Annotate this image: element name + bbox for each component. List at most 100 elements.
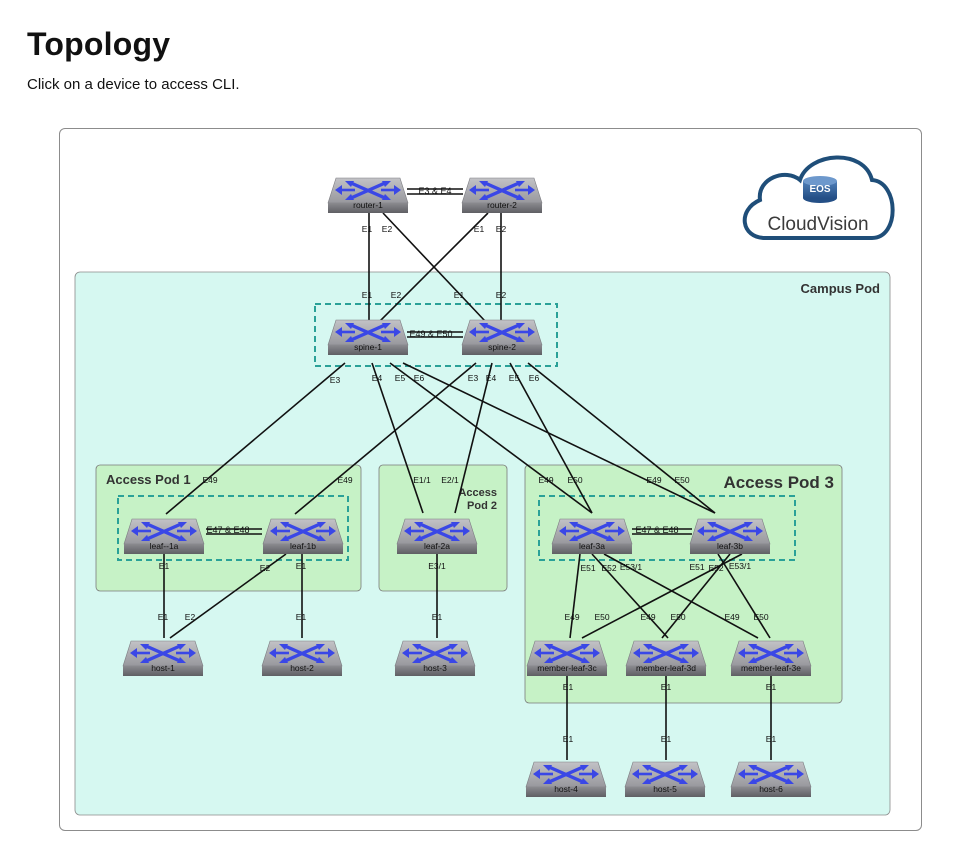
device-router-2[interactable]: router-2 — [460, 176, 544, 215]
device-member-leaf-3c[interactable]: member-leaf-3c — [525, 639, 609, 678]
device-host-6[interactable]: host-6 — [729, 760, 813, 799]
label-h1-e2: E2 — [185, 612, 196, 622]
label-l3a-e52: E52 — [601, 563, 616, 573]
label-m3c-e50: E50 — [594, 612, 609, 622]
label-l1b-e49: E49 — [337, 475, 352, 485]
device-host-5[interactable]: host-5 — [623, 760, 707, 799]
cloudvision-text: CloudVision — [767, 214, 868, 235]
svg-text:router-1: router-1 — [353, 200, 383, 210]
device-leaf-3b[interactable]: leaf-3b — [688, 517, 772, 556]
label-l1a-e49: E49 — [202, 475, 217, 485]
links — [163, 188, 772, 760]
device-leaf-1b[interactable]: leaf-1b — [261, 517, 345, 556]
label-m3c-e1: E1 — [563, 682, 574, 692]
svg-text:member-leaf-3d: member-leaf-3d — [636, 663, 696, 673]
label-l1b-e2: E2 — [260, 563, 271, 573]
svg-text:host-6: host-6 — [759, 784, 783, 794]
access-pod-2-label-line2: Pod 2 — [467, 500, 497, 512]
spine-mlag-group — [314, 303, 558, 367]
access-pod-2-label-line1: Access — [458, 487, 497, 499]
label-l3a-e49: E49 — [538, 475, 553, 485]
label-m3e-e50: E50 — [753, 612, 768, 622]
label-s2-e5: E5 — [509, 373, 520, 383]
label-l3b-e531: E53/1 — [729, 561, 751, 571]
label-h1-e1: E1 — [158, 612, 169, 622]
svg-text:leaf-2a: leaf-2a — [424, 541, 450, 551]
label-s1-e4: E4 — [372, 373, 383, 383]
label-m3d-e49: E49 — [640, 612, 655, 622]
page-title: Topology — [27, 26, 171, 62]
device-host-3[interactable]: host-3 — [393, 639, 477, 678]
label-m3d-e50: E50 — [670, 612, 685, 622]
svg-text:leaf--1a: leaf--1a — [150, 541, 179, 551]
eos-badge-text: EOS — [809, 184, 830, 195]
svg-text:host-2: host-2 — [290, 663, 314, 673]
device-leaf-3a[interactable]: leaf-3a — [550, 517, 634, 556]
device-spine-1[interactable]: spine-1 — [326, 318, 410, 357]
label-spine-peer: E49 & E50 — [409, 329, 452, 339]
label-pod1-peer: E47 & E48 — [206, 525, 249, 535]
label-s2-e3: E3 — [468, 373, 479, 383]
svg-text:host-4: host-4 — [554, 784, 578, 794]
device-host-2[interactable]: host-2 — [260, 639, 344, 678]
label-l3a-e50: E50 — [567, 475, 582, 485]
access-pod-1-label: Access Pod 1 — [106, 472, 191, 487]
label-s2-e1: E1 — [454, 290, 465, 300]
label-pod3-peer: E47 & E48 — [635, 525, 678, 535]
svg-text:member-leaf-3c: member-leaf-3c — [537, 663, 597, 673]
device-leaf-2a[interactable]: leaf-2a — [395, 517, 479, 556]
label-m3e-e49: E49 — [724, 612, 739, 622]
label-s2-e2: E2 — [496, 290, 507, 300]
label-r1-e1: E1 — [362, 224, 373, 234]
label-s2-e4: E4 — [486, 373, 497, 383]
access-pod-3-label: Access Pod 3 — [723, 473, 834, 492]
label-s1-e2: E2 — [391, 290, 402, 300]
label-h4-e1: E1 — [563, 734, 574, 744]
page-subtitle: Click on a device to access CLI. — [27, 76, 240, 93]
device-host-4[interactable]: host-4 — [524, 760, 608, 799]
device-leaf-1a[interactable]: leaf--1a — [122, 517, 206, 556]
svg-text:leaf-3b: leaf-3b — [717, 541, 743, 551]
label-l3b-e51: E51 — [689, 562, 704, 572]
svg-text:router-2: router-2 — [487, 200, 517, 210]
topology-frame — [59, 128, 922, 831]
cloudvision-logo: EOS CloudVision — [742, 155, 895, 240]
device-spine-2[interactable]: spine-2 — [460, 318, 544, 357]
label-l3b-e52: E52 — [708, 563, 723, 573]
svg-text:host-5: host-5 — [653, 784, 677, 794]
label-m3c-e49: E49 — [564, 612, 579, 622]
svg-text:host-3: host-3 — [423, 663, 447, 673]
label-r1-e2: E2 — [382, 224, 393, 234]
svg-text:host-1: host-1 — [151, 663, 175, 673]
label-s1-e6: E6 — [414, 373, 425, 383]
label-r2-e2: E2 — [496, 224, 507, 234]
svg-text:spine-2: spine-2 — [488, 342, 516, 352]
port-labels: E3 & E4 E49 & E50 E47 & E48 E47 & E48 E1… — [158, 186, 777, 744]
label-l3a-e531: E53/1 — [620, 562, 642, 572]
label-m3e-e1: E1 — [766, 682, 777, 692]
device-member-leaf-3d[interactable]: member-leaf-3d — [624, 639, 708, 678]
label-l2a-e21: E2/1 — [441, 475, 459, 485]
label-h3-e1: E1 — [432, 612, 443, 622]
label-l1b-e1: E1 — [296, 561, 307, 571]
label-h2-e1: E1 — [296, 612, 307, 622]
label-s1-e5: E5 — [395, 373, 406, 383]
device-router-1[interactable]: router-1 — [326, 176, 410, 215]
device-host-1[interactable]: host-1 — [121, 639, 205, 678]
svg-text:member-leaf-3e: member-leaf-3e — [741, 663, 801, 673]
label-l2a-e31: E3/1 — [428, 561, 446, 571]
label-l3b-e49: E49 — [646, 475, 661, 485]
svg-text:spine-1: spine-1 — [354, 342, 382, 352]
label-l1a-e1: E1 — [159, 561, 170, 571]
label-r2-e1: E1 — [474, 224, 485, 234]
label-m3d-e1: E1 — [661, 682, 672, 692]
label-h5-e1: E1 — [661, 734, 672, 744]
label-l2a-e11: E1/1 — [413, 475, 431, 485]
device-member-leaf-3e[interactable]: member-leaf-3e — [729, 639, 813, 678]
campus-pod-label: Campus Pod — [801, 281, 881, 296]
label-s1-e1: E1 — [362, 290, 373, 300]
svg-text:leaf-1b: leaf-1b — [290, 541, 316, 551]
label-s2-e6: E6 — [529, 373, 540, 383]
label-s1-e3: E3 — [330, 375, 341, 385]
